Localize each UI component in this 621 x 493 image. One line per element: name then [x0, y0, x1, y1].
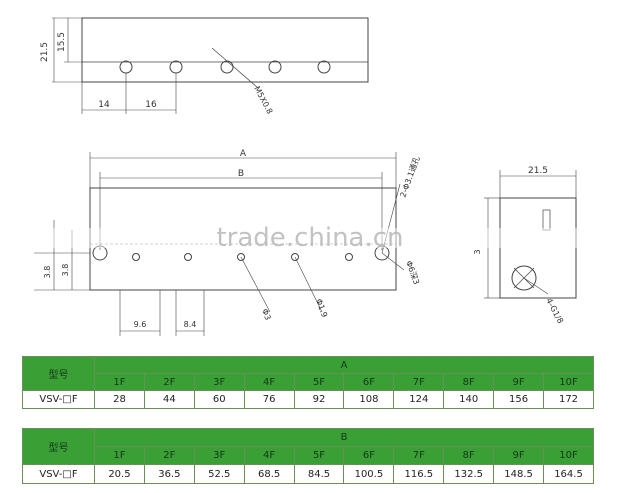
dia-3: Φ3	[260, 308, 272, 322]
side-view	[484, 170, 577, 299]
column-header: 9F	[493, 446, 545, 465]
dim-a: A	[240, 149, 247, 159]
column-header: 3F	[193, 373, 245, 391]
column-header: 7F	[393, 373, 445, 391]
dim-38-outer: 3.8	[43, 266, 52, 279]
table-cell: 60	[193, 390, 245, 409]
top-dim-155: 15.5	[57, 32, 67, 52]
table-cell: 132.5	[443, 464, 495, 484]
front-hole	[291, 253, 299, 261]
column-header: 9F	[493, 373, 545, 391]
dim-b: B	[238, 169, 244, 179]
front-hole	[184, 253, 192, 261]
table-cell: 36.5	[143, 464, 195, 484]
table-cell: 84.5	[293, 464, 345, 484]
row-label: VSV-□F	[22, 390, 95, 409]
top-view	[52, 17, 369, 114]
dim-84: 8.4	[184, 320, 197, 329]
table-cell: 116.5	[393, 464, 445, 484]
table-cell: 124	[393, 390, 445, 409]
counterbore-note: Φ6深3	[404, 260, 421, 286]
watermark-text: trade.china.cn	[216, 223, 403, 253]
table-cell: 44	[143, 390, 195, 409]
technical-drawing: 21.5 15.5 14 16 M5X0.8	[0, 17, 621, 336]
model-header: 型号	[22, 356, 95, 391]
table-cell: 52.5	[193, 464, 245, 484]
column-header: 7F	[393, 446, 445, 465]
table-cell: 20.5	[94, 464, 145, 484]
table-cell: 68.5	[243, 464, 295, 484]
column-header: 5F	[293, 446, 345, 465]
table-cell: 76	[243, 390, 295, 409]
dim-38-inner: 3.8	[61, 264, 70, 277]
table-cell: 156	[493, 390, 545, 409]
through-hole-note: 2-Φ3.1通孔	[397, 155, 421, 199]
row-label: VSV-□F	[22, 464, 95, 484]
front-view-body	[89, 187, 397, 291]
front-end-hole	[92, 245, 108, 261]
front-hole	[132, 253, 140, 261]
column-header: 6F	[343, 373, 395, 391]
side-port	[511, 265, 537, 291]
table-cell: 148.5	[493, 464, 545, 484]
table-cell: 92	[293, 390, 345, 409]
top-hole	[317, 60, 331, 74]
table-cell: 172	[543, 390, 594, 409]
table-cell: 164.5	[543, 464, 594, 484]
column-header: 6F	[343, 446, 395, 465]
column-header: 10F	[543, 446, 594, 465]
top-hole	[268, 60, 282, 74]
group-header: B	[94, 428, 594, 447]
front-end-hole	[374, 245, 390, 261]
side-dim-3: 3	[473, 249, 482, 254]
top-dim-14: 14	[98, 100, 110, 110]
column-header: 4F	[243, 446, 295, 465]
table-cell: 140	[443, 390, 495, 409]
column-header: 10F	[543, 373, 594, 391]
column-header: 2F	[143, 373, 195, 391]
top-dim-215: 21.5	[40, 42, 50, 62]
table-cell: 100.5	[343, 464, 395, 484]
group-header: A	[94, 356, 594, 374]
column-header: 1F	[94, 373, 145, 391]
thread-note: M5X0.8	[252, 85, 274, 116]
table-cell: 28	[94, 390, 145, 409]
column-header: 3F	[193, 446, 245, 465]
front-hole	[237, 253, 245, 261]
top-dim-16: 16	[145, 100, 157, 110]
column-header: 8F	[443, 373, 495, 391]
dia-19: Φ1.9	[314, 298, 329, 319]
column-header: 8F	[443, 446, 495, 465]
column-header: 1F	[94, 446, 145, 465]
column-header: 5F	[293, 373, 345, 391]
watermark-band	[0, 228, 621, 248]
front-hole	[345, 253, 353, 261]
column-header: 2F	[143, 446, 195, 465]
model-header: 型号	[22, 428, 95, 465]
side-dim-215: 21.5	[528, 166, 548, 176]
column-header: 4F	[243, 373, 295, 391]
dim-96: 9.6	[134, 320, 147, 329]
table-cell: 108	[343, 390, 395, 409]
port-note: 4-G1/8	[544, 297, 565, 325]
front-view	[34, 152, 405, 336]
